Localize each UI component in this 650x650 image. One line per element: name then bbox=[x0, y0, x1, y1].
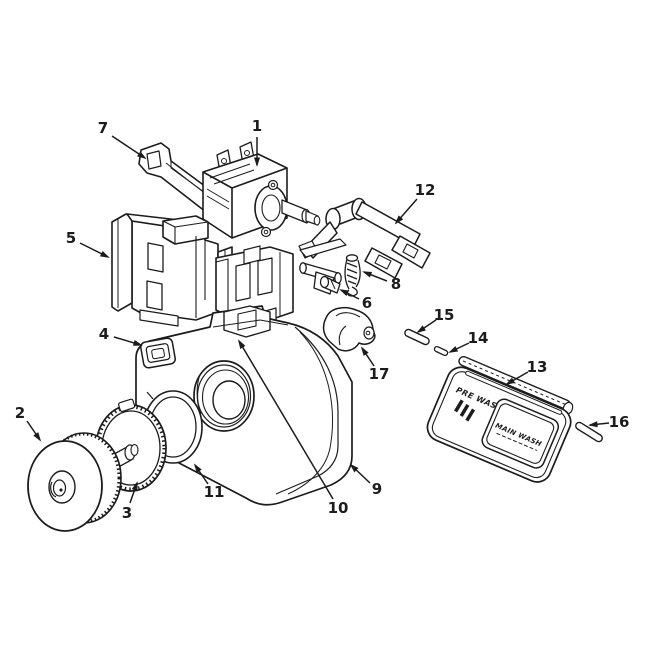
part-8-spring bbox=[344, 254, 361, 297]
part-5-bracket bbox=[111, 213, 233, 327]
callout-arrowhead bbox=[505, 377, 516, 385]
callout-arrowhead bbox=[448, 346, 459, 353]
callout-arrowhead bbox=[99, 250, 110, 258]
callout-arrowhead bbox=[33, 432, 42, 442]
callout-9: 9 bbox=[349, 463, 382, 498]
callout-arrowhead bbox=[132, 339, 143, 346]
callout-label: 8 bbox=[391, 275, 401, 293]
callout-arrowhead bbox=[349, 463, 359, 473]
callout-14: 14 bbox=[448, 329, 488, 353]
callout-arrowhead bbox=[237, 339, 246, 349]
callout-arrowhead bbox=[360, 346, 369, 356]
part-14-pin bbox=[433, 345, 449, 357]
callout-label: 15 bbox=[434, 306, 455, 324]
callout-arrowhead bbox=[254, 157, 260, 167]
callout-15: 15 bbox=[416, 306, 455, 334]
callout-1: 1 bbox=[252, 117, 262, 167]
part-4-button bbox=[140, 337, 176, 369]
callout-label: 16 bbox=[609, 413, 630, 431]
callout-label: 12 bbox=[415, 181, 436, 199]
callout-6: 6 bbox=[339, 289, 372, 312]
callout-label: 1 bbox=[252, 117, 262, 135]
callout-label: 17 bbox=[369, 365, 390, 383]
callout-label: 13 bbox=[527, 358, 548, 376]
part-15-pin bbox=[404, 328, 430, 346]
part-1-solenoid bbox=[202, 141, 321, 239]
part-13-door: PRE WASH MAIN WASH bbox=[426, 355, 574, 483]
callout-8: 8 bbox=[362, 271, 401, 293]
part-2-knob bbox=[27, 432, 139, 532]
callout-label: 4 bbox=[99, 325, 109, 343]
callout-label: 9 bbox=[372, 480, 382, 498]
part-12-bell-crank bbox=[298, 197, 431, 279]
callout-label: 3 bbox=[122, 504, 132, 522]
callout-13: 13 bbox=[505, 358, 547, 385]
callout-3: 3 bbox=[122, 481, 138, 522]
callout-label: 7 bbox=[98, 119, 108, 137]
callout-4: 4 bbox=[99, 325, 143, 346]
callout-arrowhead bbox=[416, 325, 426, 334]
callout-16: 16 bbox=[588, 413, 629, 431]
callout-arrowhead bbox=[193, 463, 202, 473]
callout-arrowhead bbox=[137, 151, 147, 160]
callout-2: 2 bbox=[15, 404, 42, 442]
callout-arrowhead bbox=[339, 289, 350, 297]
callout-10: 10 bbox=[237, 339, 349, 517]
callout-arrowhead bbox=[131, 481, 138, 492]
callout-label: 11 bbox=[204, 483, 225, 501]
callout-label: 5 bbox=[66, 229, 76, 247]
callout-arrowhead bbox=[588, 421, 598, 428]
callout-arrowhead bbox=[362, 271, 373, 278]
part-17-cam bbox=[322, 306, 376, 352]
callout-label: 10 bbox=[328, 499, 349, 517]
callout-7: 7 bbox=[98, 119, 147, 160]
callout-arrowhead bbox=[394, 215, 404, 225]
callout-5: 5 bbox=[66, 229, 110, 258]
part-16-pin bbox=[575, 421, 603, 443]
callout-label: 6 bbox=[362, 294, 372, 312]
callout-17: 17 bbox=[360, 346, 390, 383]
callout-11: 11 bbox=[193, 463, 225, 501]
callout-label: 14 bbox=[468, 329, 489, 347]
callout-label: 2 bbox=[15, 404, 25, 422]
part-6-latch-bolt bbox=[319, 275, 341, 294]
fill-gauge-bars bbox=[454, 399, 476, 422]
callout-12: 12 bbox=[394, 181, 436, 225]
